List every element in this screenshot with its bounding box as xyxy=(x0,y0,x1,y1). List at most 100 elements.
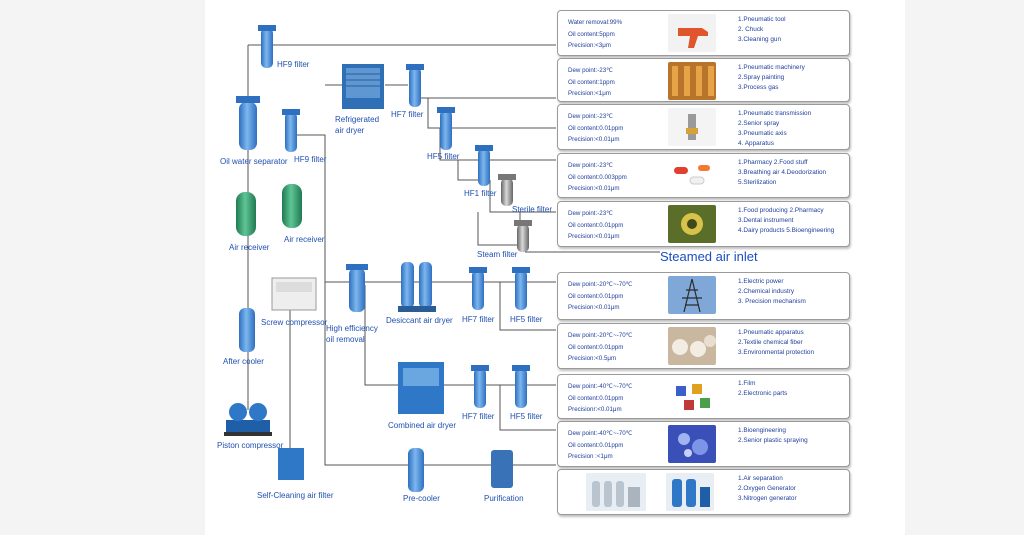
steamed-air-inlet: Steamed air inlet xyxy=(660,249,758,264)
card-10-app-3: 3.Nitrogen generator xyxy=(738,495,797,502)
card-3-applications: 1.Pneumatic transmission 2.Senior spray … xyxy=(738,109,846,149)
card-2-specs: Dew point:-23℃ Oil content:1ppm Precisio… xyxy=(568,65,678,100)
card-2-spec-2: Oil content:1ppm xyxy=(568,78,615,86)
card-4-app-2: 3.Breathing air 4.Deodorization xyxy=(738,169,827,176)
card-2-app-2: 2.Spray painting xyxy=(738,74,785,81)
card-7-app-3: 3.Environmental protection xyxy=(738,349,815,356)
card-5-spec-3: Precision:<0.01μm xyxy=(568,233,620,240)
label-sterile-filter: Sterile filter xyxy=(512,205,553,214)
pre-cooler xyxy=(408,448,424,492)
card-7-applications: 1.Pneumatic apparatus 2.Textile chemical… xyxy=(738,328,846,358)
pneumatic-component-photo xyxy=(668,108,716,146)
card-5-spec-1: Dew point:-23℃ xyxy=(568,210,614,217)
card-8-spec-2: Oil content:0.01ppm xyxy=(568,394,624,402)
card-7-app-1: 1.Pneumatic apparatus xyxy=(738,329,804,336)
screw-compressor xyxy=(271,277,317,311)
card-9-spec-2: Oil content:0.01ppm xyxy=(568,441,624,449)
food-production-photo xyxy=(668,205,716,243)
hf5-filter-mid xyxy=(512,267,530,310)
label-after-cooler: After cooler xyxy=(223,357,264,366)
label-hf5-filter-mid: HF5 filter xyxy=(510,315,543,324)
card-1-app-2: 2. Chuck xyxy=(738,26,764,33)
card-7-spec-2: Oil content:0.01ppm xyxy=(568,343,624,351)
card-6-specs: Dew point:-20℃~-70℃ Oil content:0.01ppm … xyxy=(568,279,678,314)
hf7-filter-low xyxy=(471,365,489,408)
card-1-applications: 1.Pneumatic tool 2. Chuck 3.Cleaning gun xyxy=(738,15,846,45)
card-7-spec-3: Precision:<0.5μm xyxy=(568,355,617,362)
label-screw-compressor: Screw compressor xyxy=(261,318,328,327)
label-hf5-filter-low: HF5 filter xyxy=(510,412,543,421)
card-3-app-4: 4. Apparatus xyxy=(738,140,774,147)
refrigerated-air-dryer xyxy=(342,64,384,109)
card-8-spec-1: Dew point:-40℃~-70℃ xyxy=(568,383,633,390)
card-7-app-2: 2.Textile chemical fiber xyxy=(738,339,803,346)
desiccant-air-dryer xyxy=(398,262,436,312)
label-hf7-filter-mid: HF7 filter xyxy=(462,315,495,324)
card-4-app-3: 5.Sterilization xyxy=(738,179,777,186)
info-card-1: Water removal:99% Oil content:5ppm Preci… xyxy=(557,10,850,56)
hf5-filter-top xyxy=(437,107,455,150)
card-9-app-1: 1.Bioengineering xyxy=(738,427,786,434)
steam-filter xyxy=(514,220,532,252)
card-6-app-3: 3. Precision mechanism xyxy=(738,298,806,305)
card-8-spec-3: Precisionr:<0.01μm xyxy=(568,406,622,413)
card-3-app-3: 3.Pneumatic axis xyxy=(738,130,787,137)
card-10-applications: 1.Air separation 2.Oxygen Generator 3.Ni… xyxy=(738,474,846,504)
purification xyxy=(491,450,513,488)
card-9-app-2: 2.Senior plastic spraying xyxy=(738,437,808,444)
card-2-app-1: 1.Pneumatic machinery xyxy=(738,64,805,71)
electronic-parts-photo xyxy=(668,378,716,416)
card-3-spec-3: Precision:<0.01μm xyxy=(568,136,620,143)
card-6-spec-1: Dew point:-20℃~-70℃ xyxy=(568,281,633,288)
card-9-specs: Dew point:-40℃~-70℃ Oil content:0.01ppm … xyxy=(568,428,678,463)
info-card-2: Dew point:-23℃ Oil content:1ppm Precisio… xyxy=(557,58,850,102)
card-1-spec-2: Oil content:5ppm xyxy=(568,30,615,38)
card-5-specs: Dew point:-23℃ Oil content:0.01ppm Preci… xyxy=(568,208,678,243)
label-pre-cooler: Pre-cooler xyxy=(403,494,440,503)
label-high-efficiency-line2: oil removal xyxy=(326,335,365,344)
card-2-applications: 1.Pneumatic machinery 2.Spray painting 3… xyxy=(738,63,846,93)
card-1-spec-1: Water removal:99% xyxy=(568,19,623,26)
info-card-5: Dew point:-23℃ Oil content:0.01ppm Preci… xyxy=(557,201,850,247)
card-1-spec-3: Precision:<3μm xyxy=(568,42,611,49)
label-high-efficiency-line1: High efficiency xyxy=(326,324,378,333)
hf9-filter-top xyxy=(258,25,276,68)
card-5-spec-2: Oil content:0.01ppm xyxy=(568,221,624,229)
card-9-spec-3: Precision :<1μm xyxy=(568,453,613,460)
card-1-specs: Water removal:99% Oil content:5ppm Preci… xyxy=(568,17,678,52)
card-4-spec-3: Precision:<0.01μm xyxy=(568,185,620,192)
pipe-left-to-right xyxy=(288,134,556,466)
card-3-specs: Dew point:-23℃ Oil content:0.01ppm Preci… xyxy=(568,111,678,146)
label-combined-air-dryer: Combined air dryer xyxy=(388,421,457,430)
card-7-specs: Dew point:-20℃~-70℃ Oil content:0.01ppm … xyxy=(568,330,678,365)
bioengineering-photo xyxy=(668,425,716,463)
label-hf7-filter-low: HF7 filter xyxy=(462,412,495,421)
card-8-applications: 1.Film 2.Electronic parts xyxy=(738,379,846,399)
label-purification: Purification xyxy=(484,494,524,503)
label-hf9-filter-mid: HF9 filter xyxy=(294,155,327,164)
card-8-app-1: 1.Film xyxy=(738,380,756,387)
card-3-app-1: 1.Pneumatic transmission xyxy=(738,110,812,117)
label-hf9-filter-top: HF9 filter xyxy=(277,60,310,69)
card-5-app-3: 4.Dairy products 5.Bioengineering xyxy=(738,227,835,234)
card-3-spec-1: Dew point:-23℃ xyxy=(568,113,614,120)
info-card-10: 1.Air separation 2.Oxygen Generator 3.Ni… xyxy=(557,469,850,515)
pneumatic-tool-photo xyxy=(668,14,716,52)
label-hf7-filter-top: HF7 filter xyxy=(391,110,424,119)
label-desiccant-air-dryer: Desiccant air dryer xyxy=(386,316,453,325)
piston-compressor xyxy=(224,403,272,436)
card-4-app-1: 1.Pharmacy 2.Food stuff xyxy=(738,159,808,166)
card-1-app-1: 1.Pneumatic tool xyxy=(738,16,786,23)
card-4-specs: Dew point:-23℃ Oil content:0.003ppm Prec… xyxy=(568,160,678,195)
card-6-spec-3: Precision:<0.01μm xyxy=(568,304,620,311)
card-2-spec-1: Dew point:-23℃ xyxy=(568,67,614,74)
label-steam-filter: Steam filter xyxy=(477,250,518,259)
hf5-filter-low xyxy=(512,365,530,408)
card-6-spec-2: Oil content:0.01ppm xyxy=(568,292,624,300)
info-card-4: Dew point:-23℃ Oil content:0.003ppm Prec… xyxy=(557,153,850,198)
pipe-lines xyxy=(247,44,660,466)
card-8-app-2: 2.Electronic parts xyxy=(738,390,788,397)
pneumatic-machinery-photo xyxy=(668,62,716,100)
card-4-spec-1: Dew point:-23℃ xyxy=(568,162,614,169)
